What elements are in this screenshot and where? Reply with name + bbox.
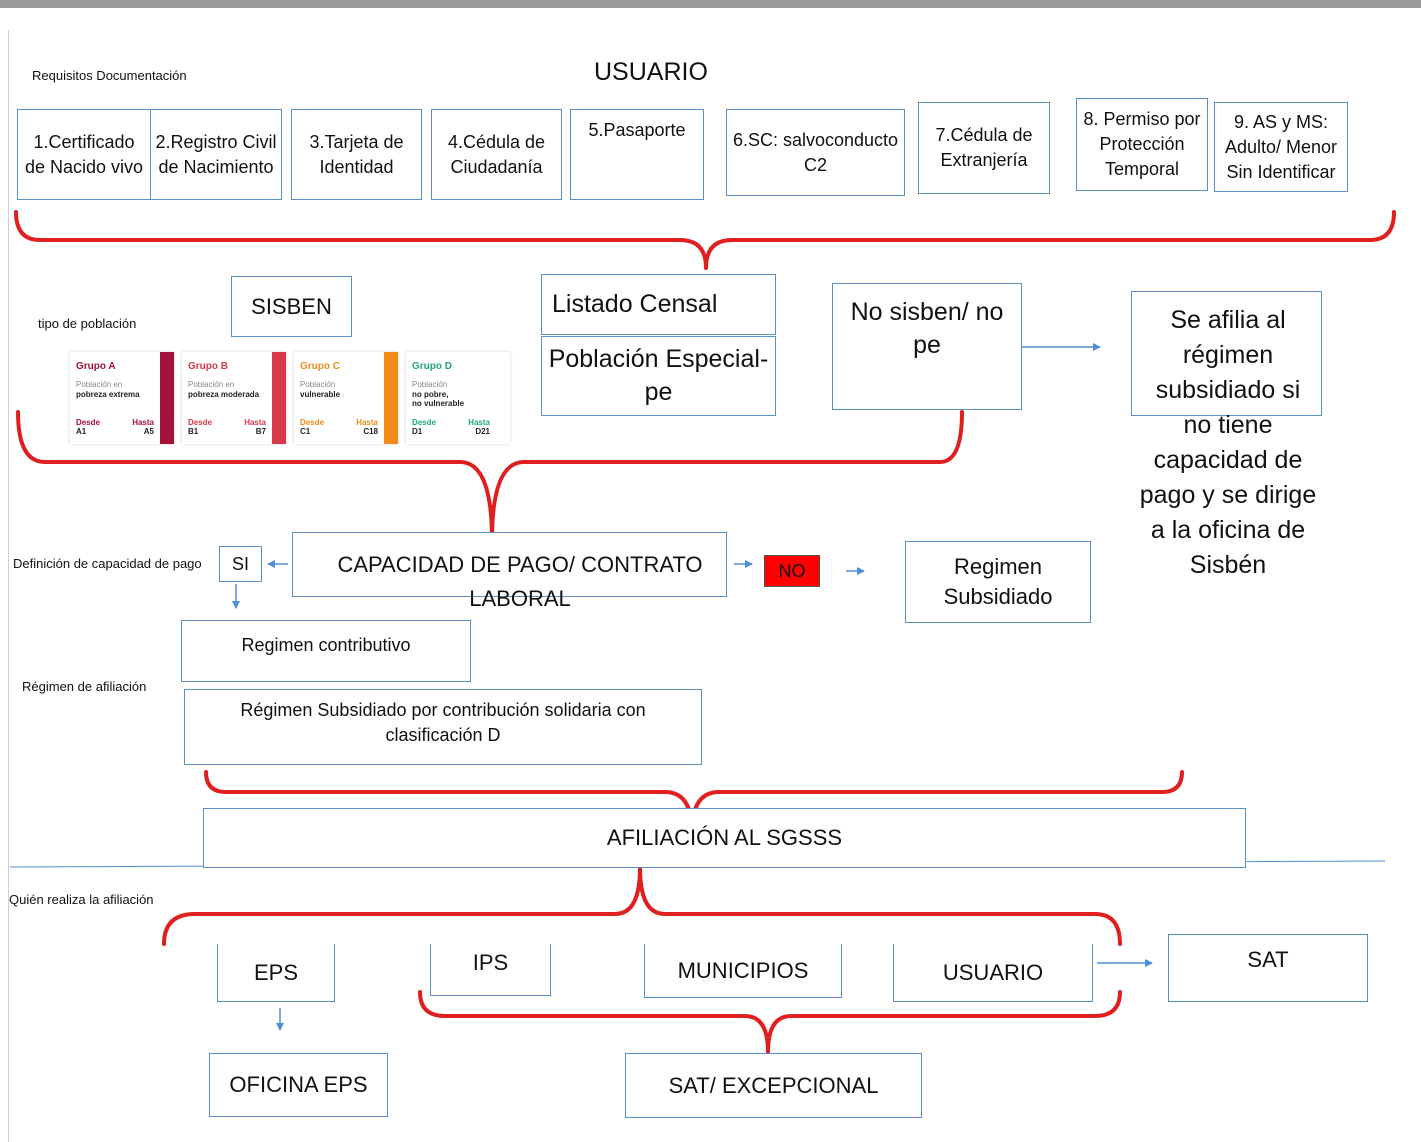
- doc-permiso-proteccion: 8. Permiso por Protección Temporal: [1076, 98, 1208, 191]
- group-d-range: D1 D21: [412, 427, 490, 436]
- doc-tarjeta-identidad: 3.Tarjeta de Identidad: [291, 109, 422, 200]
- group-b-title: Grupo B: [188, 361, 228, 372]
- group-a-bar: [160, 352, 174, 444]
- group-c-value: vulnerable: [300, 390, 341, 399]
- poblacion-especial-box: Población Especial- pe: [541, 336, 776, 416]
- capacidad-pago-frame: [292, 532, 727, 597]
- doc-cedula-extranjeria: 7.Cédula de Extranjería: [918, 102, 1050, 194]
- oficina-eps-box: OFICINA EPS: [209, 1053, 388, 1117]
- sisben-group-d-card: Grupo D Población no pobre, no vulnerabl…: [406, 352, 510, 444]
- group-d-title: Grupo D: [412, 361, 452, 372]
- group-c-to: C18: [363, 427, 378, 436]
- si-box: SI: [219, 546, 262, 582]
- group-b-to: B7: [255, 427, 266, 436]
- group-c-range: C1 C18: [300, 427, 378, 436]
- group-d-desc: Población: [412, 380, 448, 389]
- group-a-title: Grupo A: [76, 361, 116, 372]
- usuario-title: USUARIO: [594, 58, 708, 86]
- sisben-group-a-card: Grupo A Población en pobreza extrema Des…: [70, 352, 174, 444]
- doc-adulto-menor: 9. AS y MS: Adulto/ Menor Sin Identifica…: [1214, 102, 1348, 192]
- group-a-range: A1 A5: [76, 427, 154, 436]
- sisben-group-b-card: Grupo B Población en pobreza moderada De…: [182, 352, 286, 444]
- group-d-to: D21: [475, 427, 490, 436]
- doc-pasaporte: 5.Pasaporte: [570, 109, 704, 200]
- no-sisben-box: No sisben/ no pe: [832, 283, 1022, 410]
- group-a-from: A1: [76, 427, 87, 436]
- group-b-value: pobreza moderada: [188, 390, 260, 399]
- group-a-to: A5: [143, 427, 154, 436]
- regimen-subsidiado-box: Regimen Subsidiado: [905, 541, 1091, 623]
- group-a-range-labels: Desde Hasta: [76, 418, 154, 427]
- group-c-range-labels: Desde Hasta: [300, 418, 378, 427]
- group-d-value: no pobre, no vulnerable: [412, 390, 465, 408]
- group-b-hasta: Hasta: [244, 418, 266, 427]
- usuario-box: USUARIO: [893, 944, 1093, 1002]
- group-b-desc: Población en: [188, 380, 235, 389]
- regimen-solidaria-box: Régimen Subsidiado por contribución soli…: [184, 689, 702, 765]
- se-afilia-text: Se afilia al régimen subsidiado si no ti…: [1139, 306, 1317, 579]
- tipo-poblacion-label: tipo de población: [38, 316, 137, 331]
- left-border: [8, 30, 9, 1142]
- group-b-bar: [272, 352, 286, 444]
- group-a-hasta: Hasta: [132, 418, 154, 427]
- no-box: NO: [764, 555, 820, 587]
- doc-salvoconducto: 6.SC: salvoconducto C2: [726, 109, 905, 196]
- group-d-hasta: Hasta: [468, 418, 490, 427]
- ips-box: IPS: [430, 944, 551, 996]
- group-c-from: C1: [300, 427, 311, 436]
- group-a-value: pobreza extrema: [76, 390, 140, 399]
- group-b-range-labels: Desde Hasta: [188, 418, 266, 427]
- group-a-desde: Desde: [76, 418, 101, 427]
- sisben-box: SISBEN: [231, 276, 352, 337]
- group-c-desc: Población: [300, 380, 336, 389]
- brace-afiliacion: [162, 866, 1122, 946]
- group-b-desde: Desde: [188, 418, 213, 427]
- eps-box: EPS: [217, 944, 335, 1002]
- group-a-desc: Población en: [76, 380, 123, 389]
- top-border: [0, 0, 1421, 8]
- requisitos-label: Requisitos Documentación: [32, 68, 187, 83]
- quien-realiza-label: Quién realiza la afiliación: [9, 892, 154, 907]
- capacidad-pago-text: CAPACIDAD DE PAGO/ CONTRATO LABORAL: [337, 552, 703, 611]
- brace-sat: [418, 990, 1122, 1054]
- group-b-range: B1 B7: [188, 427, 266, 436]
- brace-documents: [14, 210, 1396, 270]
- doc-registro-civil: 2.Registro Civil de Nacimiento: [150, 109, 282, 200]
- group-c-title: Grupo C: [300, 361, 340, 372]
- group-d-desde: Desde: [412, 418, 437, 427]
- sat-box: SAT: [1168, 934, 1368, 1002]
- municipios-box: MUNICIPIOS: [644, 944, 842, 998]
- group-d-range-labels: Desde Hasta: [412, 418, 490, 427]
- se-afilia-frame: [1131, 291, 1322, 416]
- listado-censal-box: Listado Censal: [541, 274, 776, 335]
- sat-excepcional-box: SAT/ EXCEPCIONAL: [625, 1053, 922, 1118]
- afiliacion-sgsss-box: AFILIACIÓN AL SGSSS: [203, 808, 1246, 868]
- regimen-contributivo-box: Regimen contributivo: [181, 620, 471, 682]
- group-b-from: B1: [188, 427, 199, 436]
- doc-cedula-ciudadania: 4.Cédula de Ciudadanía: [431, 109, 562, 200]
- group-c-bar: [384, 352, 398, 444]
- regimen-afiliacion-label: Régimen de afiliación: [22, 679, 147, 694]
- group-d-from: D1: [412, 427, 423, 436]
- doc-certificado-nacido-vivo: 1.Certificado de Nacido vivo: [17, 109, 151, 200]
- group-c-hasta: Hasta: [356, 418, 378, 427]
- group-c-desde: Desde: [300, 418, 325, 427]
- capacidad-pago-label: Definición de capacidad de pago: [13, 556, 202, 571]
